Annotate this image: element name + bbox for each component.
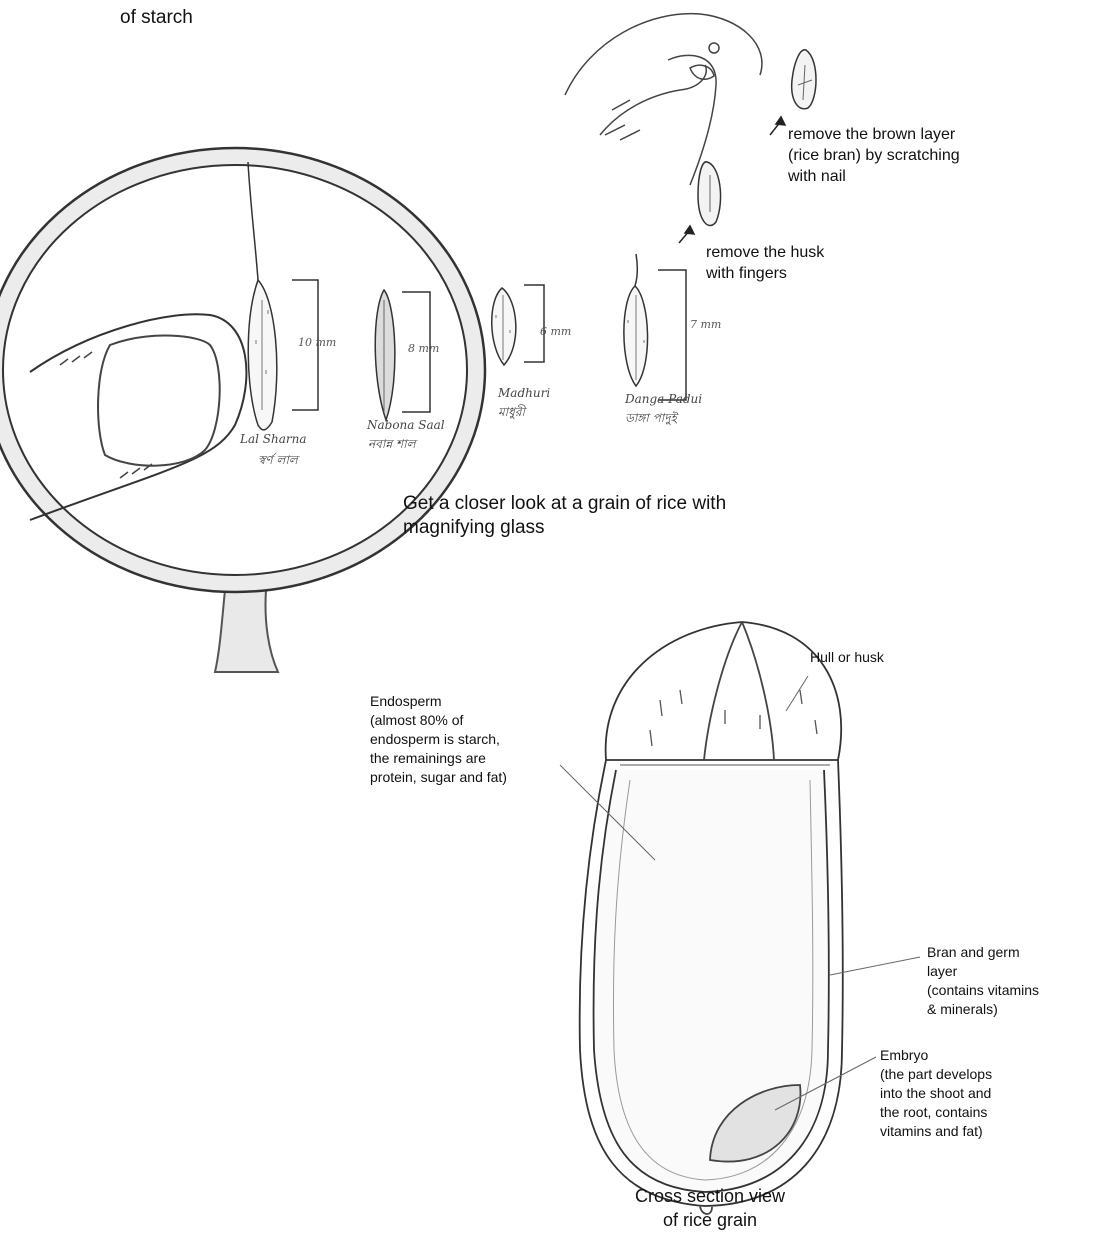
hull-label: Hull or husk xyxy=(810,648,884,667)
remove-bran-label: remove the brown layer (rice bran) by sc… xyxy=(788,124,960,187)
husked-grain-drawing xyxy=(792,50,816,109)
embryo-line-1: Embryo xyxy=(880,1046,992,1065)
magnify-caption-line-1: Get a closer look at a grain of rice wit… xyxy=(403,492,726,516)
magnifying-glass-drawing xyxy=(0,148,485,672)
variety-native-lal-sharna: স্বর্ণ লাল xyxy=(258,452,298,472)
endosperm-line-4: the remainings are xyxy=(370,749,507,768)
variety-size-nabona-saal: 8 mm xyxy=(408,342,439,355)
embryo-line-4: the root, contains xyxy=(880,1103,992,1122)
bran-germ-label: Bran and germ layer (contains vitamins &… xyxy=(927,943,1039,1019)
starch-caption-fragment: of starch xyxy=(120,6,193,30)
endosperm-line-3: endosperm is starch, xyxy=(370,730,507,749)
variety-native-nabona-saal: নবান্ন শাল xyxy=(368,436,416,456)
variety-size-danga-padui: 7 mm xyxy=(690,318,721,331)
endosperm-label: Endosperm (almost 80% of endosperm is st… xyxy=(370,692,507,787)
variety-native-danga-padui: ডাঙ্গা পাদুই xyxy=(625,410,677,430)
cross-section-caption: Cross section view of rice grain xyxy=(600,1184,820,1232)
embryo-line-5: vitamins and fat) xyxy=(880,1122,992,1141)
bran-line-3: (contains vitamins xyxy=(927,981,1039,1000)
step-arrows xyxy=(679,117,785,243)
bran-line-4: & minerals) xyxy=(927,1000,1039,1019)
variety-name-lal-sharna: Lal Sharna xyxy=(240,432,307,446)
bran-line-1: Bran and germ xyxy=(927,943,1039,962)
variety-name-madhuri: Madhuri xyxy=(498,386,550,400)
remove-husk-line-1: remove the husk xyxy=(706,242,824,263)
embryo-label: Embryo (the part develops into the shoot… xyxy=(880,1046,992,1141)
remove-bran-line-3: with nail xyxy=(788,166,960,187)
embryo-line-3: into the shoot and xyxy=(880,1084,992,1103)
bran-line-2: layer xyxy=(927,962,1039,981)
endosperm-line-5: protein, sugar and fat) xyxy=(370,768,507,787)
variety-name-nabona-saal: Nabona Saal xyxy=(367,418,445,432)
magnify-caption: Get a closer look at a grain of rice wit… xyxy=(403,492,726,540)
remove-bran-line-1: remove the brown layer xyxy=(788,124,960,145)
hand-drawing xyxy=(565,14,762,185)
magnify-caption-line-2: magnifying glass xyxy=(403,516,726,540)
cross-section-line-2: of rice grain xyxy=(600,1208,820,1232)
cross-section-line-1: Cross section view xyxy=(600,1184,820,1208)
remove-husk-label: remove the husk with fingers xyxy=(706,242,824,284)
peeled-grain-drawing xyxy=(698,162,721,226)
endosperm-line-1: Endosperm xyxy=(370,692,507,711)
endosperm-line-2: (almost 80% of xyxy=(370,711,507,730)
embryo-line-2: (the part develops xyxy=(880,1065,992,1084)
variety-size-madhuri: 6 mm xyxy=(540,325,571,338)
remove-bran-line-2: (rice bran) by scratching xyxy=(788,145,960,166)
variety-size-lal-sharna: 10 mm xyxy=(298,336,336,349)
variety-name-danga-padui: Danga Padui xyxy=(625,392,702,406)
variety-native-madhuri: মাধুরী xyxy=(498,404,525,424)
rice-grain-cross-section xyxy=(580,622,843,1214)
remove-husk-line-2: with fingers xyxy=(706,263,824,284)
